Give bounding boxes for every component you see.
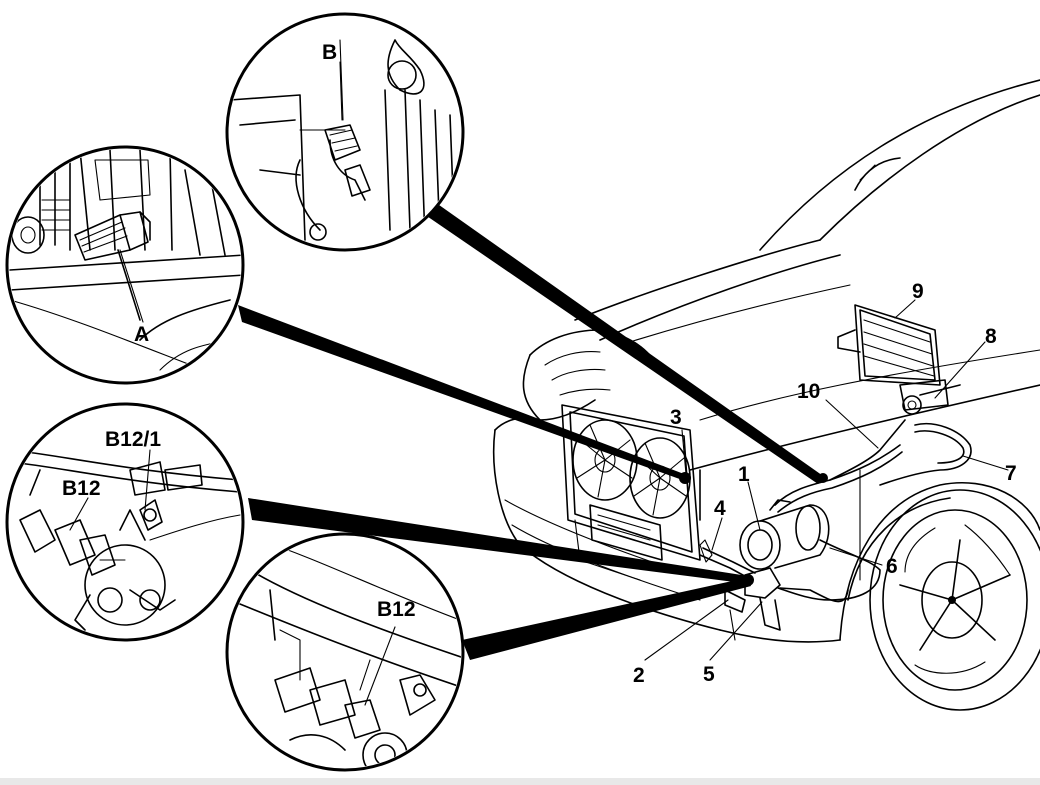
label-b12-1: B12/1 [105, 428, 161, 451]
label-b: B [322, 41, 337, 64]
label-1: 1 [738, 463, 750, 486]
front-wheel [869, 489, 1040, 711]
callout-labels: A B B12 B12/1 B12 1 2 3 4 5 6 7 8 9 10 [62, 41, 1017, 687]
label-5: 5 [703, 663, 715, 686]
evaporator-housing [837, 304, 961, 415]
label-3: 3 [670, 406, 682, 429]
label-6: 6 [886, 555, 898, 578]
detail-circle-b12-bottom [225, 532, 465, 772]
label-b12-left: B12 [62, 477, 101, 500]
label-10: 10 [797, 380, 820, 403]
label-a: A [134, 323, 149, 346]
label-4: 4 [714, 497, 726, 520]
detail-circle-b [225, 12, 465, 252]
label-7: 7 [1005, 462, 1017, 485]
detail-circle-a [5, 145, 245, 385]
callout-leaders [69, 61, 1009, 706]
label-9: 9 [912, 280, 924, 303]
label-8: 8 [985, 325, 997, 348]
detail-circle-b12-b12-1 [5, 402, 245, 642]
label-2: 2 [633, 664, 645, 687]
detail-leader-wedges [238, 200, 826, 660]
label-b12-bottom: B12 [377, 598, 416, 621]
bottom-edge-bar [0, 778, 1040, 785]
compressor-and-lines [679, 419, 972, 641]
